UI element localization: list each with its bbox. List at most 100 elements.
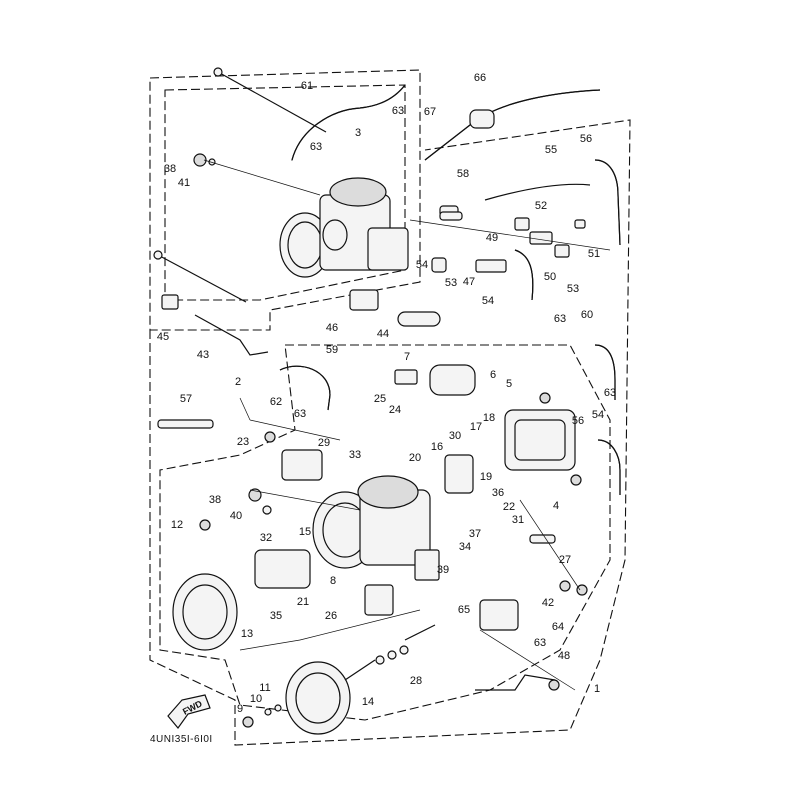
hose-62-inner (291, 84, 406, 161)
long-bolt-lower (157, 254, 247, 303)
part-callout: 56 (580, 133, 592, 145)
part-callout: 10 (250, 693, 262, 705)
part-callout: 55 (545, 144, 557, 156)
part-callout: 43 (197, 349, 209, 361)
part-callout: 17 (470, 421, 482, 433)
part-callout: 19 (480, 471, 492, 483)
hose-55-inner (597, 439, 621, 495)
part-callout: 66 (474, 72, 486, 84)
cover-13-rim (182, 584, 228, 640)
washer (208, 158, 216, 166)
upper-carb-inner-boundary (164, 84, 406, 301)
part-callout: 61 (301, 80, 313, 92)
fitting-48 (475, 259, 507, 273)
leader (519, 499, 581, 591)
washer (264, 708, 272, 716)
fwd-arrow-shape (167, 694, 211, 729)
small-hardware (157, 153, 588, 728)
part-callout: 57 (180, 393, 192, 405)
part-callout: 21 (297, 596, 309, 608)
part-callout: 39 (437, 564, 449, 576)
part-callout: 14 (362, 696, 374, 708)
screw-14 (344, 659, 376, 681)
part-callout: 4 (553, 500, 559, 512)
bolt-head (213, 67, 223, 77)
part-callout: 31 (512, 514, 524, 526)
part-callout: 49 (486, 232, 498, 244)
hose-50-inner (514, 249, 534, 301)
throttle-linkage (161, 294, 269, 356)
part-callout: 41 (178, 177, 190, 189)
washer (375, 655, 385, 665)
leader (249, 419, 341, 441)
part-callout: 54 (416, 259, 428, 271)
part-callout: 35 (270, 610, 282, 622)
part-callout: 59 (326, 344, 338, 356)
upper-carb-top (329, 177, 387, 207)
part-callout: 53 (445, 277, 457, 289)
part-callout: 42 (542, 597, 554, 609)
part-callout: 54 (592, 409, 604, 421)
part-callout: 15 (299, 526, 311, 538)
diaphragm-covers (172, 573, 376, 735)
leader (203, 159, 321, 196)
part-callout: 34 (459, 541, 471, 553)
part-callout: 46 (326, 322, 338, 334)
washer (262, 505, 272, 515)
part-callout: 44 (377, 328, 389, 340)
part-callout: 33 (349, 449, 361, 461)
bracket-29 (281, 449, 323, 481)
nut (570, 474, 582, 486)
hose-61-inner (594, 344, 616, 400)
upper-carb-throat (322, 219, 348, 251)
part-callout: 45 (157, 331, 169, 343)
bracket-52 (574, 219, 586, 229)
lower-carburetor (254, 364, 576, 691)
part-callout: 63 (534, 637, 546, 649)
fitting-53-a (514, 217, 530, 231)
diagram-code: 4UNI35I-6I0I (150, 734, 213, 745)
washer (399, 645, 409, 655)
part-6 (429, 364, 476, 396)
leader (239, 639, 301, 651)
float-chamber-window (514, 419, 566, 461)
nut (539, 392, 551, 404)
nut (559, 580, 571, 592)
nut (576, 584, 588, 596)
part-26 (364, 584, 394, 616)
needle-28 (404, 624, 436, 641)
plug-upper (431, 257, 447, 273)
screw (199, 519, 211, 531)
part-callout: 22 (503, 501, 515, 513)
upper-carburetor (279, 177, 409, 278)
part-callout: 28 (410, 675, 422, 687)
part-callout: 51 (588, 248, 600, 260)
leader (409, 219, 611, 251)
part-callout: 53 (567, 283, 579, 295)
cover-14-rim (295, 672, 341, 724)
part-callout: 63 (392, 105, 404, 117)
part-callout: 63 (310, 141, 322, 153)
long-bolts (153, 67, 327, 303)
part-callout: 54 (482, 295, 494, 307)
part-callout: 67 (424, 106, 436, 118)
part-callout: 6 (490, 369, 496, 381)
part-callout: 30 (449, 430, 461, 442)
jet-58 (157, 419, 214, 429)
part-callout: 16 (431, 441, 443, 453)
part-callout: 32 (260, 532, 272, 544)
clip-46 (161, 294, 179, 310)
linkage-44 (194, 314, 269, 356)
fwd-arrow: FWD (167, 694, 211, 729)
float-bowl-21 (254, 549, 311, 589)
hose-67-inner (424, 89, 601, 161)
nut (548, 679, 560, 691)
jet-27 (529, 534, 556, 544)
part-callout: 64 (552, 621, 564, 633)
part-callout: 63 (604, 387, 616, 399)
part-callout: 40 (230, 510, 242, 522)
plug-45 (397, 311, 441, 327)
hose-55 (597, 439, 621, 495)
hose-57-inner (594, 159, 621, 246)
part-callout: 11 (259, 682, 270, 694)
